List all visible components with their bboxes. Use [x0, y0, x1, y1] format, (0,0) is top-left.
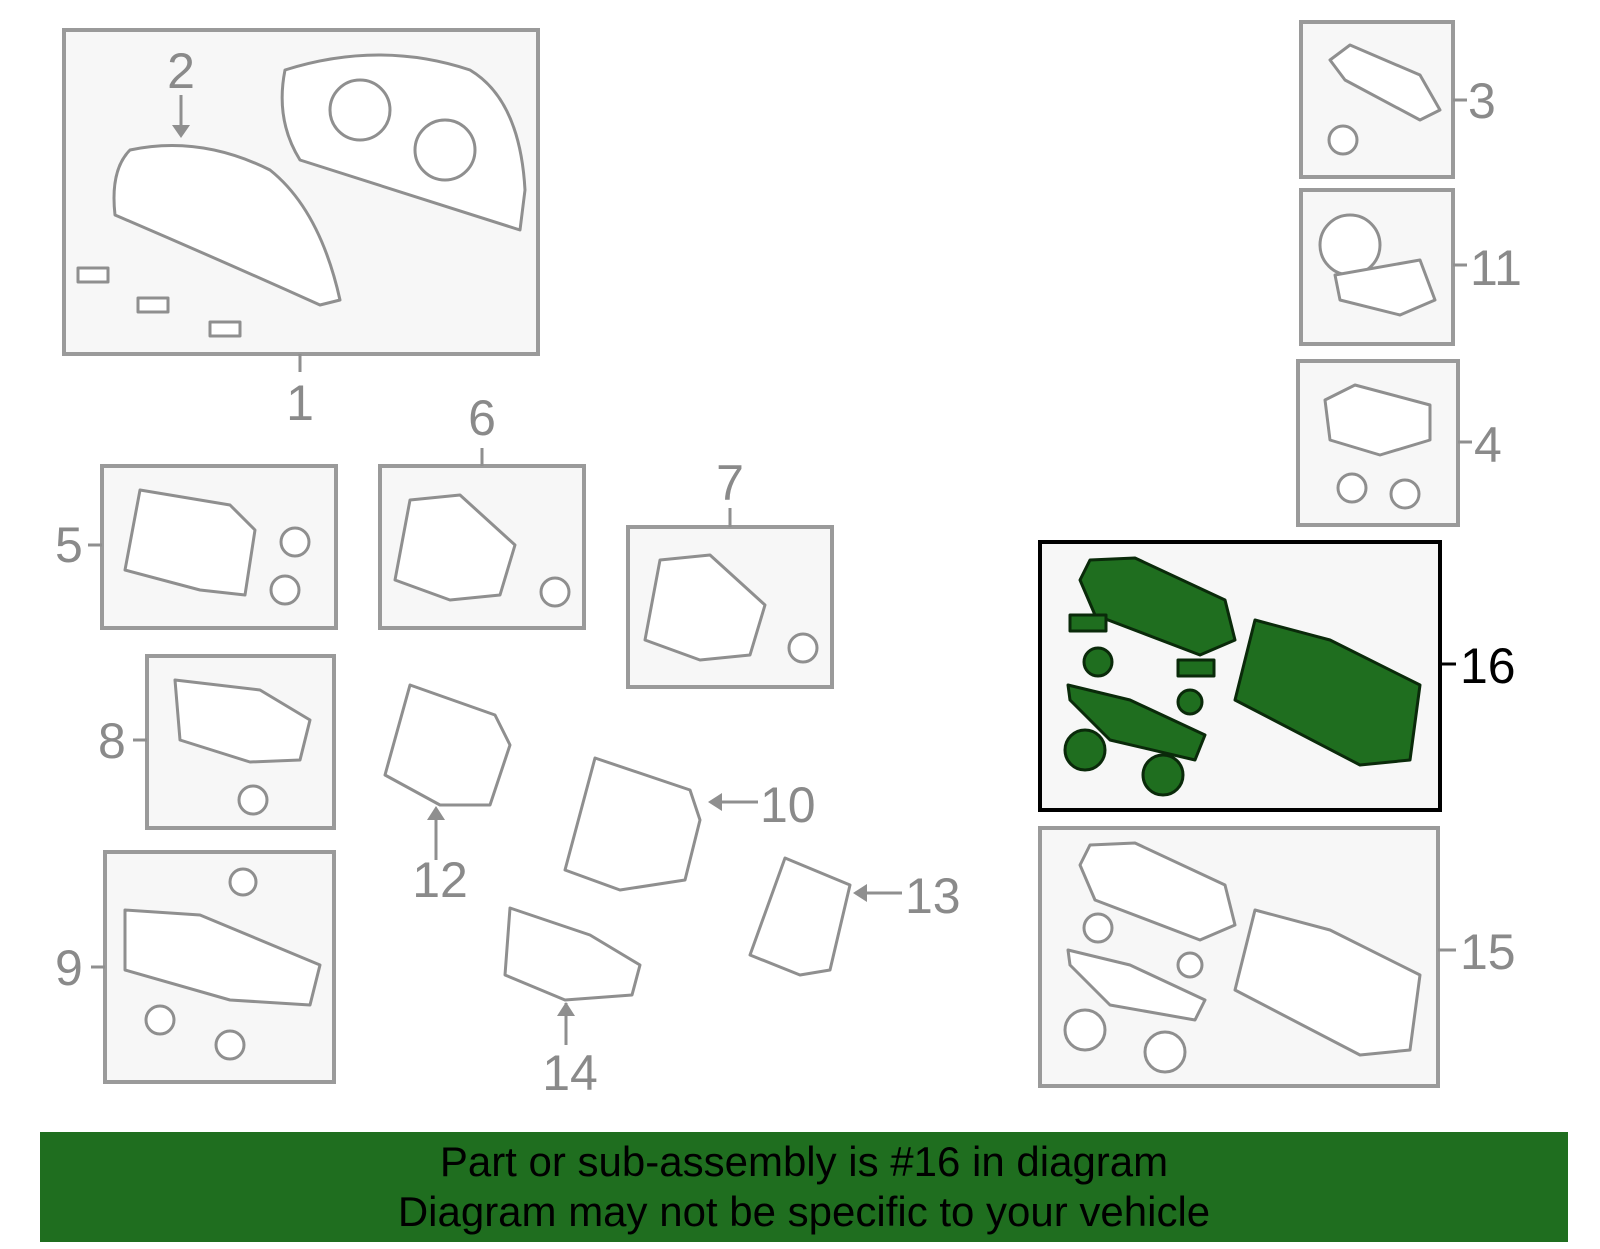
- part-5-group[interactable]: 5: [55, 464, 338, 630]
- part-12-arrowhead: [427, 806, 445, 820]
- part-8-group[interactable]: 8: [98, 654, 336, 830]
- part-4-screw-b: [1389, 478, 1421, 510]
- part-16-dial-b: [1141, 753, 1185, 797]
- part-15-group[interactable]: 15: [1038, 826, 1516, 1088]
- callout-6[interactable]: 6: [468, 390, 496, 446]
- part-16-button-b: [1176, 658, 1216, 678]
- part-11-knob: [1318, 213, 1382, 277]
- part-16-panel-upper: [1078, 556, 1237, 657]
- part-8-screw: [237, 784, 269, 816]
- part-6-screw: [539, 576, 571, 608]
- part-4-screw-a: [1336, 472, 1368, 504]
- part-1-gauge-right: [413, 118, 477, 182]
- callout-5[interactable]: 5: [55, 517, 83, 573]
- part-11-group[interactable]: 11: [1299, 188, 1522, 346]
- footer-line-1: Part or sub-assembly is #16 in diagram: [439, 1138, 1169, 1185]
- footer-banner: Part or sub-assembly is #16 in diagram D…: [40, 1132, 1568, 1242]
- part-7-group[interactable]: 7: [626, 455, 834, 689]
- part-4-group[interactable]: 4: [1296, 359, 1502, 527]
- parts-diagram: 1 2 3 11 4 5: [55, 20, 1522, 1101]
- callout-12[interactable]: 12: [412, 852, 468, 908]
- part-15-panel-upper: [1078, 841, 1237, 942]
- callout-3[interactable]: 3: [1468, 73, 1496, 129]
- part-14-switch: [503, 906, 642, 1002]
- part-10-arrowhead: [708, 793, 722, 811]
- part-11-body: [1333, 258, 1437, 317]
- part-12-switch: [383, 683, 512, 807]
- part-9-switch: [123, 908, 322, 1007]
- part-9-screw-top: [228, 867, 258, 897]
- callout-4[interactable]: 4: [1474, 417, 1502, 473]
- callout-10[interactable]: 10: [760, 777, 816, 833]
- part-1-clip-a: [76, 266, 110, 284]
- part-5-switch: [123, 488, 257, 597]
- part-16-group[interactable]: 16: [1038, 540, 1516, 812]
- callout-11[interactable]: 11: [1470, 240, 1522, 296]
- part-5-screw-b: [269, 574, 301, 606]
- part-2-arrowhead: [172, 125, 190, 138]
- callout-1[interactable]: 1: [286, 375, 314, 431]
- part-1-clip-b: [136, 296, 170, 314]
- footer-line-2: Diagram may not be specific to your vehi…: [397, 1188, 1211, 1235]
- part-9-screw-a: [144, 1004, 176, 1036]
- part-12-group[interactable]: 12: [383, 683, 512, 908]
- callout-13[interactable]: 13: [905, 868, 961, 924]
- part-1-gauge-left: [328, 78, 392, 142]
- part-3-screw: [1327, 124, 1359, 156]
- part-2-lens: [112, 144, 342, 307]
- part-10-switch: [563, 756, 702, 892]
- part-3-switch: [1328, 43, 1442, 122]
- part-16-knob-a: [1082, 646, 1114, 678]
- part-7-screw: [787, 632, 819, 664]
- part-14-group[interactable]: 14: [503, 906, 642, 1101]
- part-15-button-strip: [1066, 948, 1207, 1022]
- part-15-dial-a: [1063, 1008, 1107, 1052]
- callout-8[interactable]: 8: [98, 713, 126, 769]
- part-8-switch: [173, 678, 312, 764]
- callout-7[interactable]: 7: [716, 455, 744, 511]
- callout-9[interactable]: 9: [55, 940, 83, 996]
- part-5-screw-a: [279, 526, 311, 558]
- callout-16[interactable]: 16: [1460, 638, 1516, 694]
- part-6-switch: [393, 493, 517, 602]
- part-6-group[interactable]: 6: [378, 390, 586, 630]
- part-16-knob-b: [1176, 688, 1204, 716]
- part-10-group[interactable]: 10: [563, 756, 816, 892]
- callout-14[interactable]: 14: [542, 1045, 598, 1101]
- part-9-screw-b: [214, 1029, 246, 1061]
- part-15-knob-a: [1082, 912, 1114, 944]
- part-15-knob-b: [1176, 951, 1204, 979]
- part-16-button-a: [1068, 613, 1108, 633]
- part-9-group[interactable]: 9: [55, 850, 336, 1084]
- part-7-switch: [643, 553, 767, 662]
- part-1-group[interactable]: 1 2: [62, 28, 540, 431]
- part-4-switch: [1323, 383, 1432, 457]
- callout-15[interactable]: 15: [1460, 924, 1516, 980]
- part-14-arrowhead: [557, 1002, 575, 1016]
- part-13-arrowhead: [853, 884, 867, 902]
- part-13-switch: [748, 856, 852, 977]
- part-13-group[interactable]: 13: [748, 856, 961, 977]
- part-1-clip-c: [208, 320, 242, 338]
- part-15-control-unit: [1233, 908, 1422, 1057]
- part-16-control-unit: [1233, 618, 1422, 767]
- part-3-group[interactable]: 3: [1299, 20, 1496, 179]
- part-15-dial-b: [1143, 1030, 1187, 1074]
- part-16-dial-a: [1063, 728, 1107, 772]
- part-16-button-strip: [1066, 683, 1207, 762]
- callout-2[interactable]: 2: [167, 43, 195, 99]
